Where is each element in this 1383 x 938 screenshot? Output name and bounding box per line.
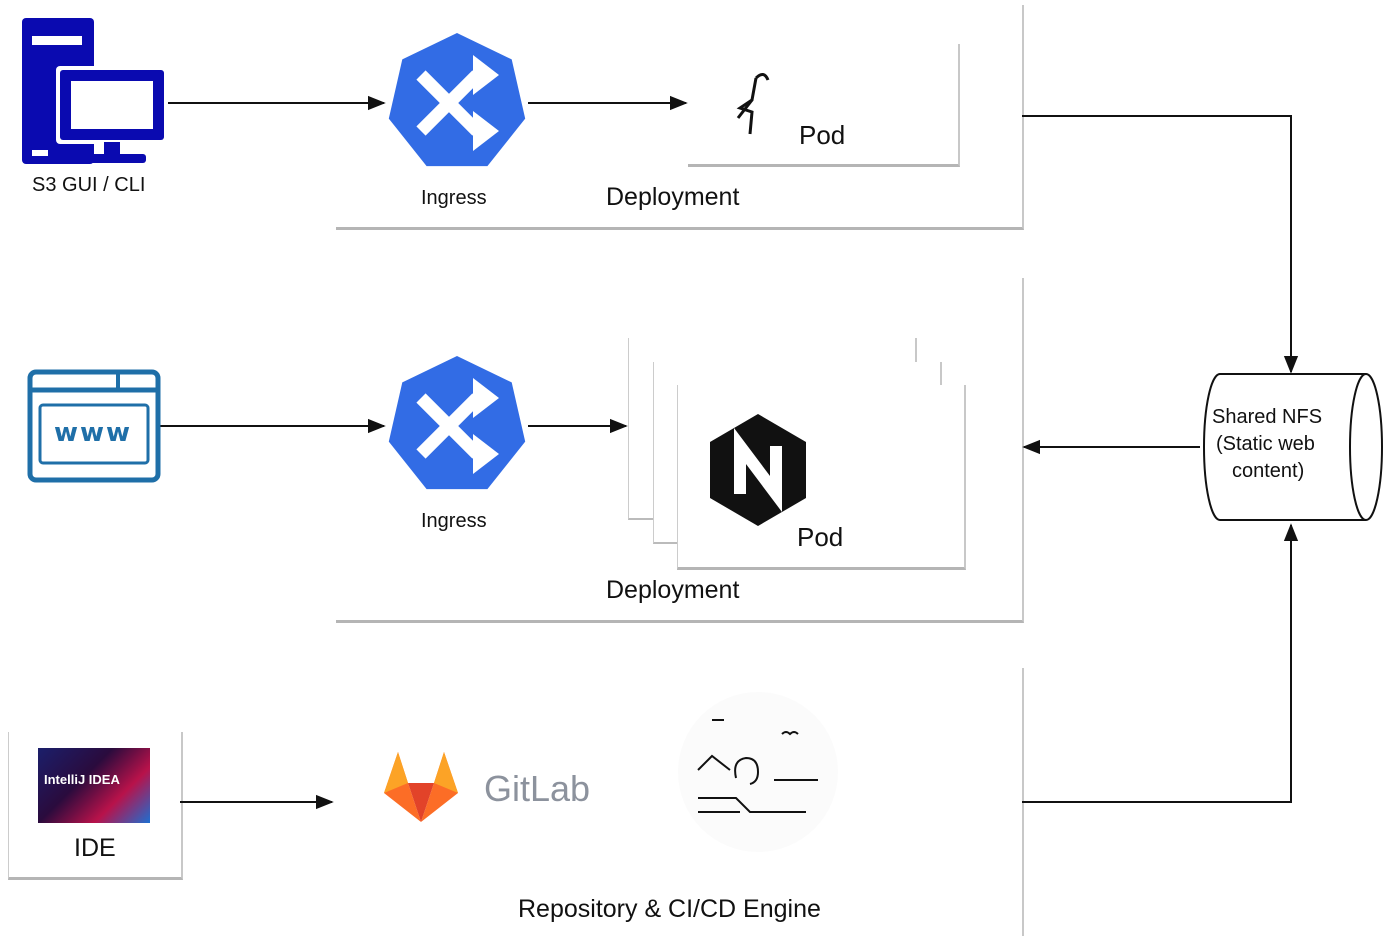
s3-label: S3 GUI / CLI [32,174,146,196]
arrow-repo-to-nfs [1022,523,1299,803]
repository-box [336,668,1024,936]
deployment-label-2: Deployment [606,576,740,604]
nfs-cylinder-icon [1203,373,1383,521]
ingress-icon-1 [388,33,526,167]
gitlab-fox-icon [384,752,458,822]
pod-card-1 [688,44,960,167]
intellij-logo-text: IntelliJ IDEA [44,772,120,787]
crane-icon [736,73,770,135]
intellij-logo-icon: IntelliJ IDEA [38,748,150,823]
arrow-deployment1-to-nfs [1022,115,1299,374]
repository-caption: Repository & CI/CD Engine [518,895,821,923]
ingress-label-1: Ingress [421,187,487,209]
gitlab-wordmark: GitLab [484,768,591,809]
www-icon-text: www [54,418,133,448]
pod-label-2: Pod [797,522,844,552]
deployment-label-1: Deployment [606,183,740,211]
pod-label-1: Pod [799,120,846,150]
ingress-label-2: Ingress [421,510,487,532]
cicd-illustration-icon [678,692,838,852]
ingress-icon-2 [388,356,526,490]
nfs-label-line2: (Static web [1216,433,1315,455]
ide-label: IDE [74,834,116,862]
nginx-icon [710,414,806,526]
nfs-label-line3: content) [1232,460,1305,482]
server-pc-icon [22,18,168,164]
browser-www-icon [27,369,161,483]
nfs-label-line1: Shared NFS [1212,406,1323,428]
